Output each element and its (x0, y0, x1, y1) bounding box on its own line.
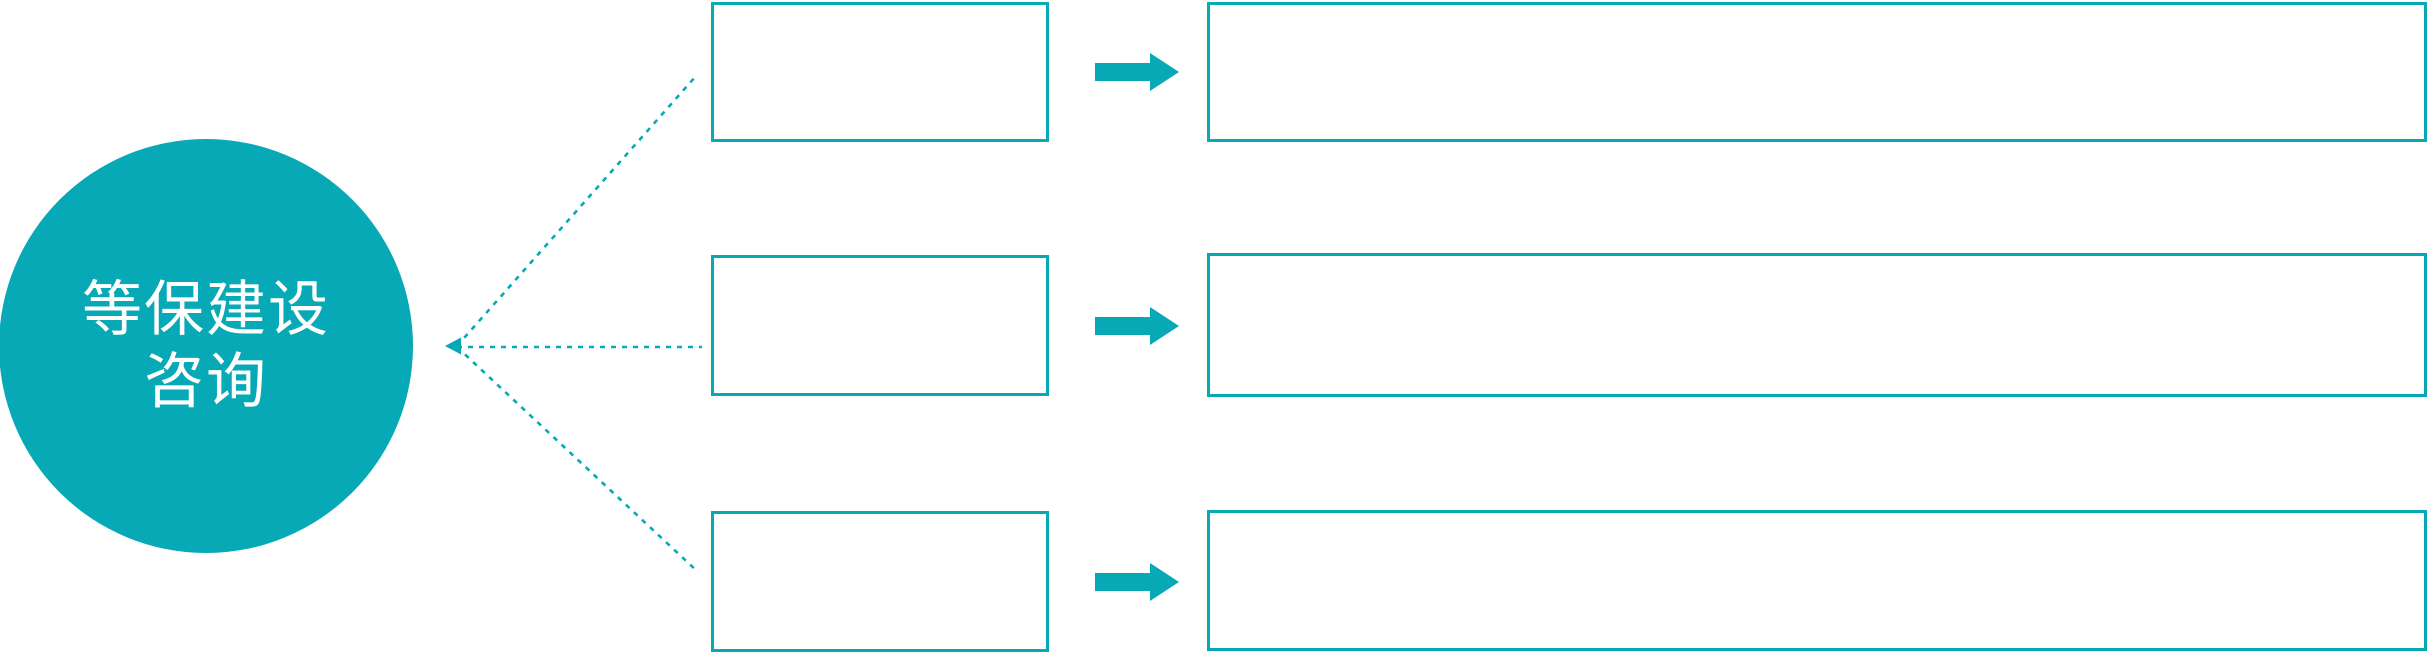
detail-box-3 (1207, 510, 2427, 651)
category-box-3 (711, 511, 1049, 652)
circle-label-line-2: 咨询 (144, 348, 268, 415)
main-topic-circle: 等保建设 咨询 (0, 139, 413, 553)
arrow-right-icon (1095, 307, 1179, 345)
category-box-2 (711, 255, 1049, 396)
dashed-connector-top (456, 75, 697, 347)
dashed-connector-bottom (456, 346, 699, 573)
arrow-right-icon (1095, 563, 1179, 601)
category-box-1 (711, 2, 1049, 142)
detail-box-2 (1207, 253, 2427, 397)
circle-label-line-1: 等保建设 (82, 276, 330, 343)
arrow-right-icon (1095, 53, 1179, 91)
detail-box-1 (1207, 2, 2427, 142)
connector-arrowhead-left-icon (445, 337, 461, 355)
